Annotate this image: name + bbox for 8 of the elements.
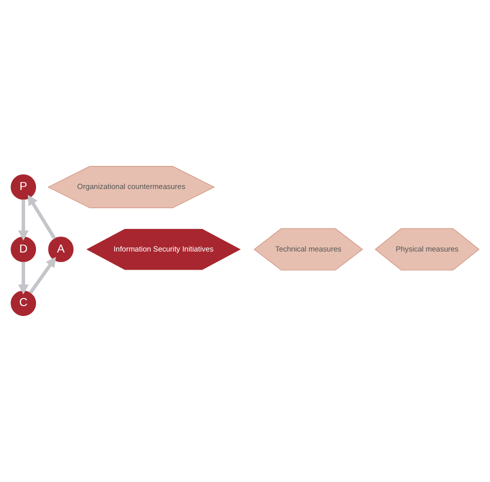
arrow	[18, 200, 29, 241]
arrow	[28, 256, 56, 294]
node-circle: C	[10, 290, 36, 316]
node-circle: P	[10, 174, 36, 200]
node-circle: A	[48, 236, 74, 262]
node-circle: D	[10, 236, 36, 262]
arrow	[28, 194, 56, 240]
arrow	[18, 262, 29, 295]
